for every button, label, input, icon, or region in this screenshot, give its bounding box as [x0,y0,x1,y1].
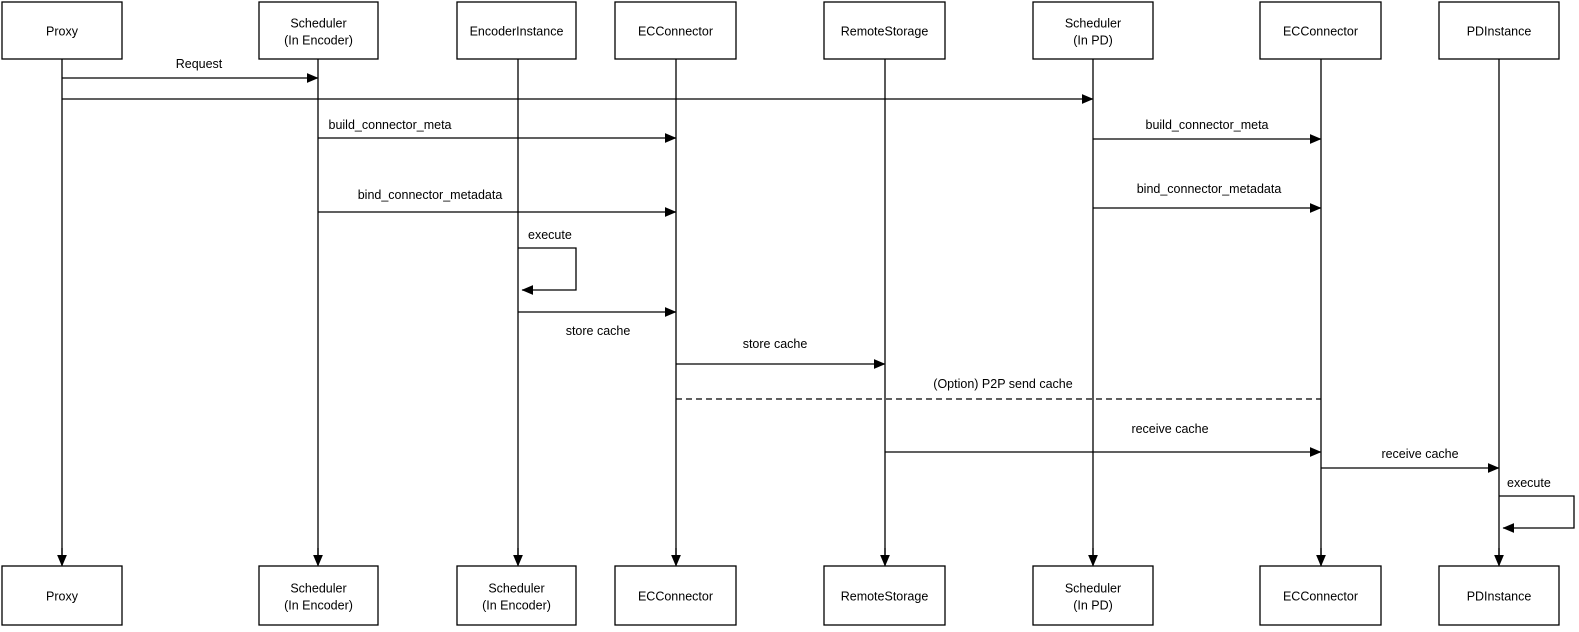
top-box-label-sched_enc-line1: Scheduler [290,17,346,31]
top-box-label-ecconn_pd: ECConnector [1283,25,1358,39]
bottom-box-pd_inst[interactable] [1438,565,1560,626]
top-box-sched_enc[interactable] [258,1,379,60]
message-label-m5: bind_connector_metadata [358,188,503,202]
message-label-m11: receive cache [1381,447,1458,461]
message-label-m8: store cache [743,337,808,351]
top-box-label-sched_pd-line2: (In PD) [1073,34,1113,48]
message-label-m10: receive cache [1131,422,1208,436]
message-label-m4: build_connector_meta [1146,118,1269,132]
messages-group [62,73,1500,473]
bottom-box-encoder_inst[interactable] [456,565,577,626]
top-box-label-remote: RemoteStorage [841,25,929,39]
top-box-remote[interactable] [823,1,946,60]
bottom-box-label-sched_pd-line2: (In PD) [1073,599,1113,613]
bottom-box-label-pd_inst: PDInstance [1467,590,1532,604]
bottom-box-label-sched_enc-line2: (In Encoder) [284,599,353,613]
message-label-m7: store cache [566,324,631,338]
bottom-box-sched_enc[interactable] [258,565,379,626]
labels-group: Request build_connector_meta build_connect… [46,17,1551,613]
bottom-box-label-encoder_inst-line2: (In Encoder) [482,599,551,613]
bottom-box-remote[interactable] [823,565,946,626]
top-box-proxy[interactable] [1,1,123,60]
top-box-label-encoder_inst: EncoderInstance [470,25,564,39]
lifelines-group [57,59,1504,567]
bottom-box-ecconn_enc[interactable] [614,565,737,626]
message-label-m6: bind_connector_metadata [1137,182,1282,196]
top-box-ecconn_pd[interactable] [1259,1,1382,60]
bottom-box-label-sched_enc-line1: Scheduler [290,582,346,596]
top-box-label-proxy: Proxy [46,25,79,39]
bottom-box-label-encoder_inst-line1: Scheduler [488,582,544,596]
top-box-pd_inst[interactable] [1438,1,1560,60]
message-label-m9: (Option) P2P send cache [933,377,1072,391]
bottom-box-ecconn_pd[interactable] [1259,565,1382,626]
top-box-label-sched_enc-line2: (In Encoder) [284,34,353,48]
participant-boxes-group [1,1,1560,626]
top-box-encoder_inst[interactable] [456,1,577,60]
top-box-sched_pd[interactable] [1032,1,1154,60]
self-message-label-s2: execute [1507,476,1551,490]
top-box-label-ecconn_enc: ECConnector [638,25,713,39]
message-label-m1: Request [176,57,223,71]
bottom-box-label-ecconn_enc: ECConnector [638,590,713,604]
bottom-box-label-remote: RemoteStorage [841,590,929,604]
self-message-s2 [1499,495,1575,533]
top-box-label-sched_pd-line1: Scheduler [1065,17,1121,31]
bottom-box-proxy[interactable] [1,565,123,626]
bottom-box-label-sched_pd-line1: Scheduler [1065,582,1121,596]
top-box-ecconn_enc[interactable] [614,1,737,60]
message-label-m3: build_connector_meta [329,118,452,132]
self-message-s1 [518,247,577,295]
bottom-box-label-proxy: Proxy [46,590,79,604]
bottom-box-sched_pd[interactable] [1032,565,1154,626]
top-box-label-pd_inst: PDInstance [1467,25,1532,39]
self-message-label-s1: execute [528,228,572,242]
self-messages-group [518,247,1575,533]
bottom-box-label-ecconn_pd: ECConnector [1283,590,1358,604]
